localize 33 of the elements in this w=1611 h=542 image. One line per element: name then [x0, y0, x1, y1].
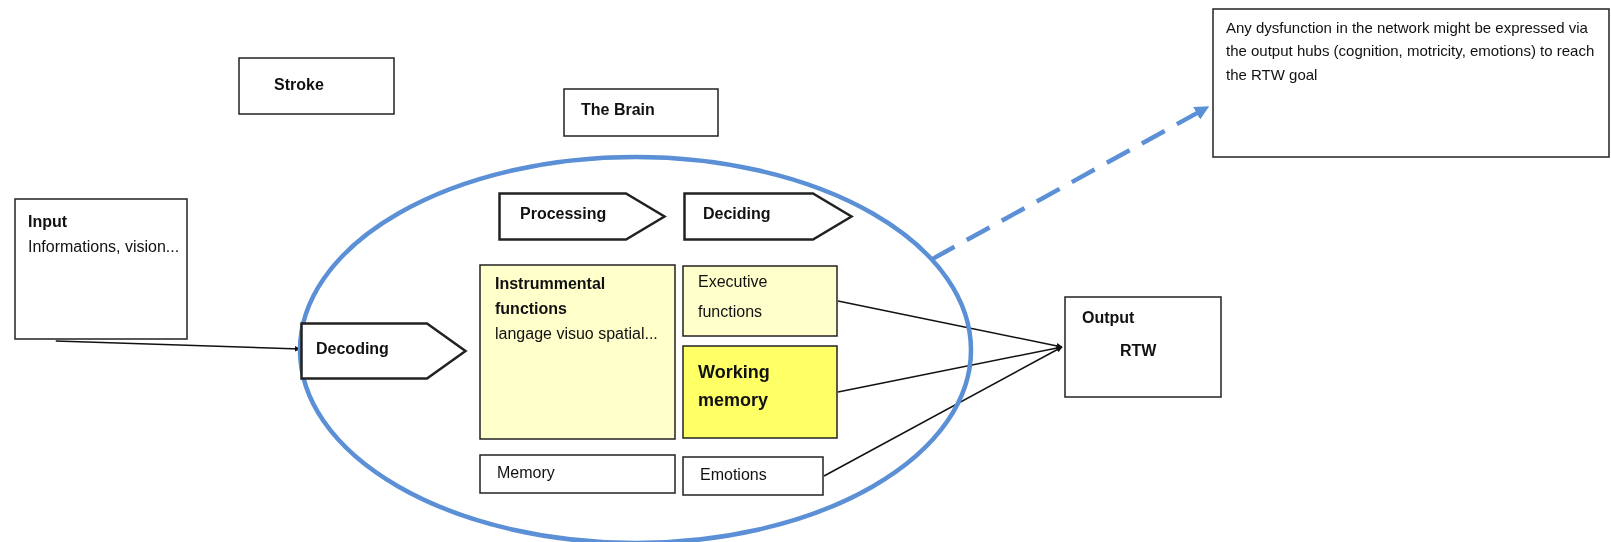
node-text: Informations, vision... [28, 236, 180, 257]
function-box [479, 264, 676, 440]
heading-text: Output [1082, 308, 1136, 328]
label-box [238, 57, 395, 115]
input-box [14, 198, 188, 340]
function-box [682, 456, 824, 496]
arrow [837, 300, 1063, 349]
function-box [682, 345, 838, 439]
node-text: Any dysfunction in the network might be expressed via the output hubs (cognition, motricity, emotions) to reach the RTW goal [1226, 18, 1596, 85]
node-text: Memory [497, 463, 556, 483]
arrow [837, 345, 1063, 393]
label-box [563, 88, 719, 137]
node-text: Executive functions [698, 272, 769, 323]
arrow [930, 105, 1210, 262]
process-arrow-box [498, 192, 666, 241]
node-text: Stroke [274, 75, 325, 95]
node-text: The Brain [581, 100, 656, 120]
heading-text: Input [28, 212, 69, 232]
node-text: langage visuo spatial... [495, 323, 659, 344]
node-text: RTW [1119, 340, 1158, 361]
arrow [55, 340, 301, 352]
node-text: Processing [520, 204, 608, 224]
arrow [823, 346, 1063, 477]
node-text: Deciding [703, 204, 772, 224]
function-box [682, 265, 838, 337]
note-box [1212, 8, 1610, 158]
output-box [1064, 296, 1222, 398]
process-arrow-box [683, 192, 853, 241]
process-arrow-box [300, 322, 467, 380]
function-box [479, 454, 676, 494]
node-text: Emotions [700, 465, 768, 485]
node-text: Decoding [316, 339, 390, 359]
node-text: Working memory [698, 361, 771, 412]
